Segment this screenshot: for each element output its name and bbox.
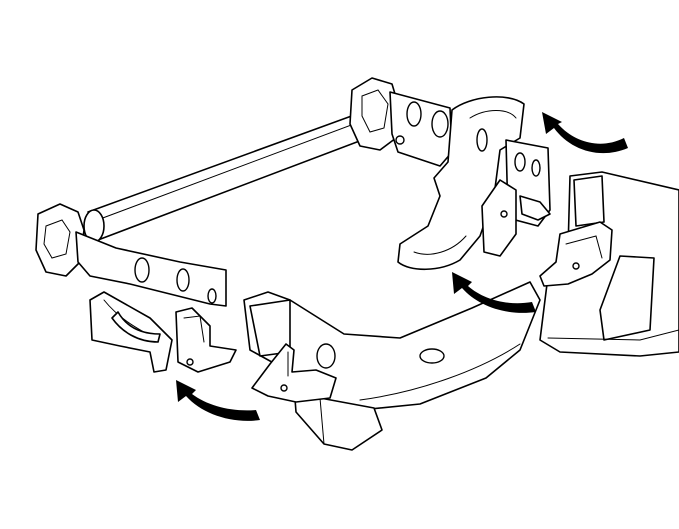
arrow-top-right bbox=[542, 112, 628, 154]
rear-crossmember-tube bbox=[83, 109, 379, 243]
arrow-bottom-left bbox=[176, 380, 260, 421]
left-frame-bracket bbox=[35, 203, 227, 373]
left-mount-bracket-front bbox=[251, 343, 337, 403]
left-mount-bracket-rear bbox=[175, 307, 237, 373]
arrow-middle bbox=[452, 272, 536, 313]
right-frame-bracket bbox=[349, 77, 453, 167]
right-mount-bracket-rear bbox=[481, 179, 551, 257]
right-mount-bracket-front bbox=[539, 221, 613, 287]
